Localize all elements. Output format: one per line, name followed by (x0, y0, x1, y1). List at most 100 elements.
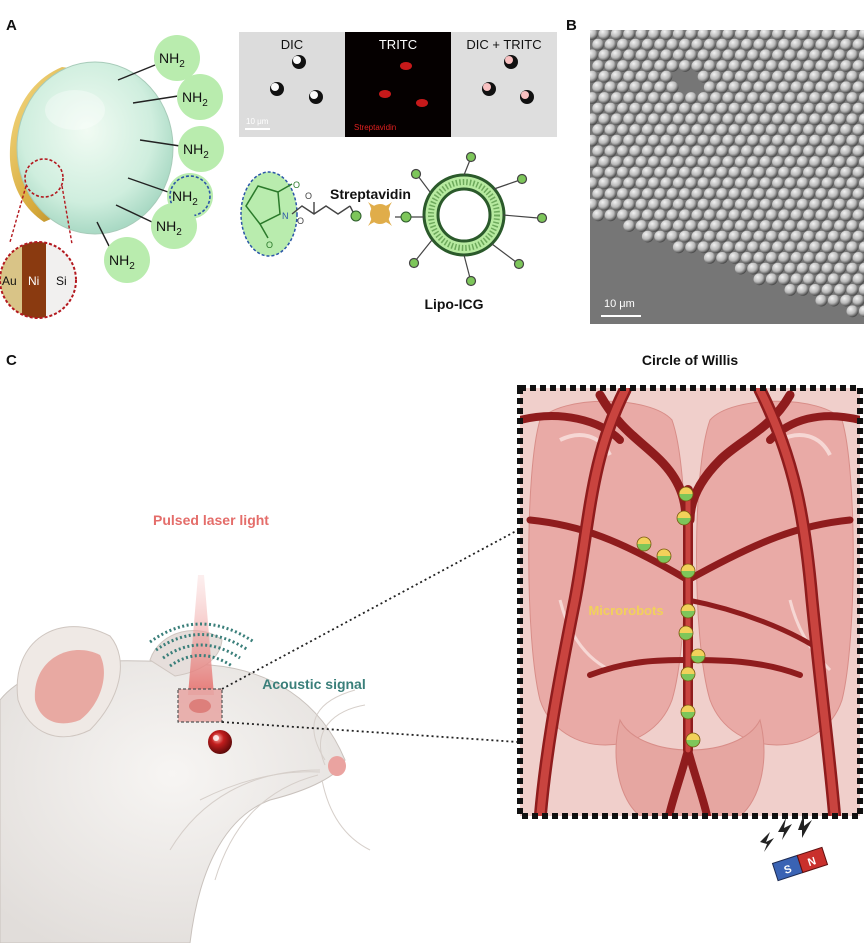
sem-sphere (821, 30, 834, 40)
sem-sphere (852, 38, 864, 51)
sem-sphere (604, 188, 617, 200)
sem-sphere (784, 113, 797, 126)
sem-sphere (772, 156, 784, 168)
sem-sphere (666, 230, 679, 243)
sem-sphere (790, 60, 803, 72)
sem-sphere (604, 38, 617, 51)
sem-sphere (796, 30, 809, 40)
sem-sphere (710, 241, 722, 254)
sem-sphere (784, 92, 797, 104)
sem-sphere (623, 113, 636, 126)
panel-label-a: A (6, 17, 17, 34)
sem-sphere (778, 273, 791, 286)
sem-sphere (784, 30, 797, 40)
sem-sphere (722, 198, 735, 211)
sem-sphere (852, 273, 864, 286)
sem-sphere (641, 81, 654, 94)
sem-sphere (598, 134, 611, 147)
sem-sphere (747, 49, 760, 62)
sem-sphere (660, 30, 673, 40)
sem-sphere (685, 241, 698, 254)
sem-sphere (803, 124, 815, 136)
sem-sphere (710, 156, 722, 168)
sem-sphere (703, 145, 716, 158)
sem-sphere (840, 273, 853, 286)
sem-sphere (846, 198, 859, 211)
sem-sphere (660, 198, 673, 211)
sem-sphere (858, 156, 864, 168)
sem-sphere (753, 230, 766, 243)
sem-sphere (803, 145, 815, 158)
streptavidin-label: Streptavidin (330, 186, 411, 202)
sem-sphere (722, 134, 735, 147)
sem-sphere (716, 252, 729, 264)
sem-sphere (641, 166, 654, 179)
sem-sphere (803, 188, 815, 200)
sem-sphere (679, 124, 691, 136)
sem-sphere (834, 198, 846, 211)
sem-sphere (629, 60, 642, 72)
sem-sphere (623, 70, 636, 83)
sem-sphere (648, 92, 660, 104)
sem-sphere (809, 198, 822, 211)
sem-sphere (809, 92, 822, 104)
sem-sphere (716, 166, 729, 179)
svg-text:N: N (282, 211, 289, 221)
sem-sphere (778, 38, 791, 51)
merge-particles (482, 55, 534, 104)
sem-sphere (728, 102, 741, 115)
sem-sphere (858, 241, 864, 254)
sem-sphere (734, 30, 747, 40)
sem-sphere (590, 30, 598, 40)
nhs-ester-linker: O O N O O (240, 171, 362, 257)
sem-sphere (809, 262, 822, 275)
sem-sphere (598, 113, 611, 126)
sem-sphere (846, 177, 859, 190)
sem-sphere (734, 134, 747, 147)
sem-sphere (765, 60, 778, 72)
sem-sphere (697, 220, 710, 232)
sem-sphere (821, 113, 834, 126)
sem-sphere (796, 134, 809, 147)
sem-sphere (790, 81, 803, 94)
sem-sphere (852, 102, 864, 115)
sem-sphere (679, 145, 691, 158)
sem-sphere (790, 145, 803, 158)
sem-sphere (648, 49, 660, 62)
sem-sphere (815, 273, 828, 286)
sem-sphere (672, 49, 685, 62)
sem-sphere (648, 177, 660, 190)
sem-sphere (858, 70, 864, 83)
sem-sphere (821, 134, 834, 147)
brain-inset (520, 388, 860, 816)
sem-sphere (716, 124, 729, 136)
sem-sphere (697, 241, 710, 254)
sem-sphere (590, 198, 598, 211)
sem-sphere (827, 145, 840, 158)
sem-sphere (747, 70, 760, 83)
sem-sphere (741, 60, 753, 72)
sem-sphere (815, 230, 828, 243)
sem-sphere (654, 38, 667, 51)
sem-sphere (722, 30, 735, 40)
sem-sphere (710, 134, 722, 147)
sem-sphere (840, 252, 853, 264)
sem-sphere (753, 124, 766, 136)
sem-sphere (765, 252, 778, 264)
sem-sphere (821, 177, 834, 190)
sem-sphere (827, 166, 840, 179)
microrobot-group (636, 486, 706, 748)
sem-sphere (765, 166, 778, 179)
sem-sphere (840, 102, 853, 115)
sem-sphere (834, 92, 846, 104)
sem-sphere (592, 60, 605, 72)
sem-sphere (827, 252, 840, 264)
lipo-icg-label: Lipo-ICG (424, 296, 483, 312)
sem-sphere (858, 113, 864, 126)
sem-sphere (734, 262, 747, 275)
sem-sphere (728, 188, 741, 200)
microrobots-label: Microrobots (588, 603, 663, 618)
sem-sphere (790, 230, 803, 243)
sem-sphere (710, 113, 722, 126)
sem-sphere (747, 30, 760, 40)
